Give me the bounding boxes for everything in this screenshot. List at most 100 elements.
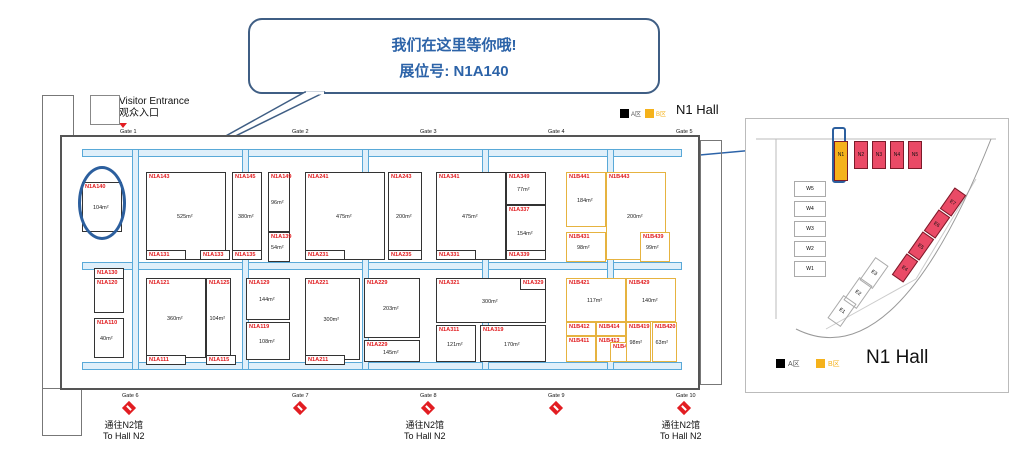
- gate-3: Gate 3: [420, 129, 437, 135]
- booth-area: 104m²: [209, 316, 226, 322]
- booth-id: N1A135: [235, 252, 256, 258]
- gate-1: Gate 1: [120, 129, 137, 135]
- inset-hall-n3: N3: [872, 141, 886, 169]
- gate-6: Gate 6: [122, 393, 139, 399]
- booth[interactable]: N1A349 77m²: [506, 172, 546, 205]
- booth[interactable]: N1A329: [520, 278, 546, 290]
- gate-10: Gate 10: [676, 393, 696, 399]
- booth-id: N1A119: [249, 324, 270, 330]
- booth-id: N1A337: [509, 207, 530, 213]
- booth-area: 96m²: [271, 200, 284, 206]
- entrance-arrow-icon: [119, 123, 127, 128]
- gate-5: Gate 5: [676, 129, 693, 135]
- booth-id: N1A331: [439, 252, 460, 258]
- booth-area: 200m²: [627, 214, 643, 220]
- booth-area: 475m²: [462, 214, 478, 220]
- booth-id: N1A349: [509, 174, 530, 180]
- booth[interactable]: N1A211: [305, 355, 345, 365]
- booth[interactable]: N1A231: [305, 250, 345, 260]
- booth-id: N1A120: [97, 280, 118, 286]
- callout-bubble: 我们在这里等你哦! 展位号: N1A140: [248, 18, 660, 94]
- booth[interactable]: N1B419 98m²: [626, 322, 651, 362]
- booth[interactable]: N1B414: [596, 322, 626, 336]
- booth[interactable]: N1A235: [388, 250, 422, 260]
- booth[interactable]: N1A339: [506, 250, 546, 260]
- booth-id: N1A129: [249, 280, 270, 286]
- booth-area: 360m²: [167, 316, 183, 322]
- booth-area: 98m²: [577, 245, 590, 251]
- booth[interactable]: N1A133: [200, 250, 230, 260]
- booth[interactable]: N1B412: [566, 322, 596, 336]
- booth-area: 203m²: [383, 306, 399, 312]
- legend-a-label: A区: [631, 112, 642, 118]
- booth[interactable]: N1B411: [566, 336, 596, 362]
- booth-id: N1A111: [149, 357, 169, 363]
- entrance-label-en: Visitor Entrance: [119, 96, 190, 107]
- booth-id: N1B412: [569, 324, 590, 330]
- inset-hall-n4: N4: [890, 141, 904, 169]
- gate-9: Gate 9: [548, 393, 565, 399]
- booth-area: 54m²: [271, 245, 284, 251]
- inset-title: N1 Hall: [866, 347, 929, 368]
- legend-b-label: B区: [656, 112, 667, 118]
- booth-id: N1A339: [509, 252, 530, 258]
- booth[interactable]: N1A135: [232, 250, 262, 260]
- booth[interactable]: N1A131: [146, 250, 186, 260]
- booth[interactable]: N1A331: [436, 250, 476, 260]
- booth-id: N1A241: [308, 174, 329, 180]
- entrance-label: Visitor Entrance 观众入口: [119, 96, 189, 120]
- booth-area: 525m²: [177, 214, 193, 220]
- inset-legend-a: A区: [788, 361, 800, 368]
- booth-id: N1B413: [599, 338, 620, 344]
- booth-area: 77m²: [517, 186, 530, 193]
- gate-8: Gate 8: [420, 393, 437, 399]
- booth-id: N1A243: [391, 174, 412, 180]
- booth-id: N1A329: [523, 280, 544, 286]
- aisle-bottom: [82, 362, 682, 370]
- booth[interactable]: N1A120: [94, 278, 124, 313]
- booth[interactable]: N1A115: [206, 355, 236, 365]
- booth-id: N1B419: [629, 324, 650, 330]
- booth-id: N1B411: [569, 338, 590, 344]
- booth-area: 140m²: [642, 298, 658, 304]
- callout-line1: 我们在这里等你哦!: [391, 37, 517, 54]
- booth-id: N1A319: [483, 327, 504, 333]
- entrance-structure: [90, 95, 120, 125]
- booth-id: N1A145: [235, 174, 256, 180]
- booth-area: 154m²: [517, 230, 533, 237]
- booth-area: 145m²: [383, 350, 399, 356]
- booth-area: 300m²: [323, 317, 340, 323]
- booth-area: 63m²: [655, 340, 669, 346]
- inset-hall-n5: N5: [908, 141, 922, 169]
- legend-b-swatch: [645, 109, 654, 118]
- booth[interactable]: N1A111: [146, 355, 186, 365]
- left-stairs: [42, 388, 82, 436]
- inset-hall-w3: W3: [794, 221, 826, 237]
- booth-area: 98m²: [629, 340, 643, 346]
